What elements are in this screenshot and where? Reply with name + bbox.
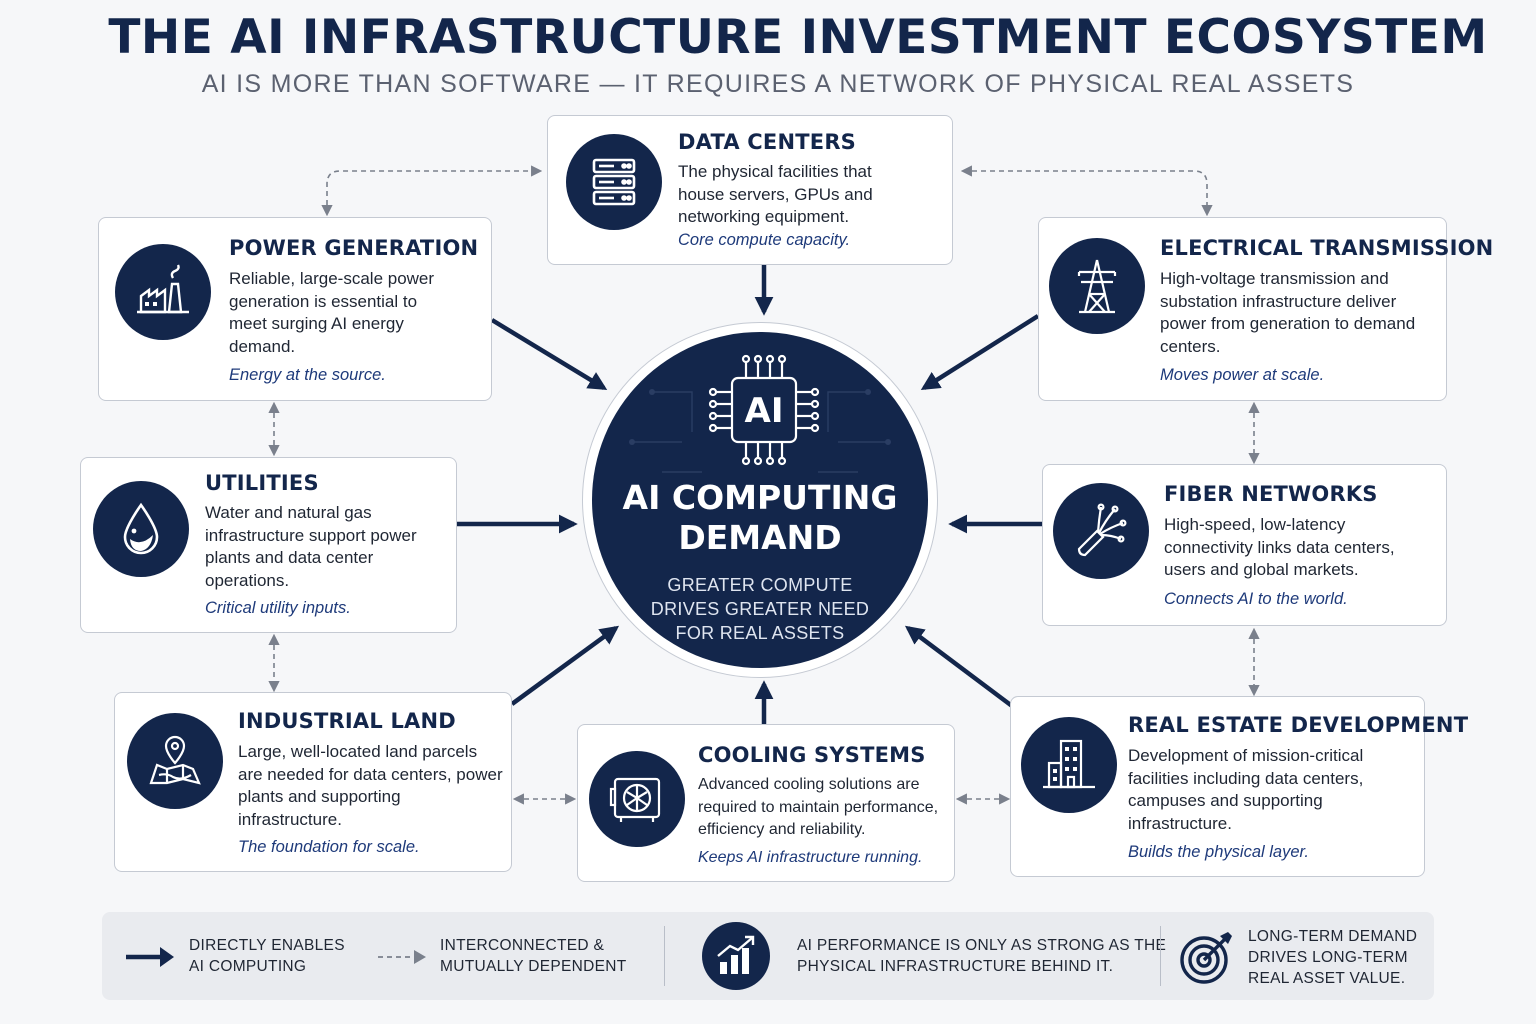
power-generation-desc: Reliable, large-scale power generation i…	[229, 269, 435, 356]
electrical-transmission-title: ELECTRICAL TRANSMISSION	[1160, 236, 1494, 260]
legend-interconnected: INTERCONNECTED & MUTUALLY DEPENDENT	[440, 935, 627, 977]
card-real-estate: REAL ESTATE DEVELOPMENT Development of m…	[1010, 696, 1468, 877]
utilities-desc: Water and natural gas infrastructure sup…	[205, 503, 417, 590]
hub-title-line1: AI COMPUTING	[622, 478, 898, 517]
hub-sub-line1: GREATER COMPUTE	[667, 575, 853, 595]
real-estate-title: REAL ESTATE DEVELOPMENT	[1128, 713, 1469, 737]
hub-sub-line3: FOR REAL ASSETS	[675, 623, 845, 643]
legend-perf-line1: AI PERFORMANCE IS ONLY AS STRONG AS THE	[797, 937, 1167, 954]
legend-direct: DIRECTLY ENABLES AI COMPUTING	[189, 935, 345, 977]
page-title: THE AI INFRASTRUCTURE INVESTMENT ECOSYST…	[108, 10, 1488, 65]
fiber-cable-icon	[1053, 483, 1149, 579]
electrical-transmission-desc: High-voltage transmission and substation…	[1160, 269, 1416, 356]
fiber-networks-title: FIBER NETWORKS	[1164, 482, 1378, 506]
utilities-tag: Critical utility inputs.	[205, 599, 351, 617]
cooling-systems-tag: Keeps AI infrastructure running.	[698, 849, 923, 866]
utilities-title: UTILITIES	[205, 471, 319, 495]
data-centers-desc: The physical facilities that house serve…	[678, 162, 873, 226]
water-drop-icon	[93, 481, 189, 577]
cooling-unit-icon	[589, 751, 685, 847]
card-electrical-transmission: ELECTRICAL TRANSMISSION High-voltage tra…	[1038, 217, 1493, 401]
fiber-networks-desc: High-speed, low-latency connectivity lin…	[1164, 515, 1395, 579]
link-datacenters-transmission	[960, 165, 1213, 217]
legend-divider	[1160, 926, 1161, 986]
hub-title-line2: DEMAND	[678, 518, 842, 557]
legend-value-line3: REAL ASSET VALUE.	[1248, 970, 1406, 987]
transmission-tower-icon	[1049, 238, 1145, 334]
map-pin-icon	[127, 713, 223, 809]
industrial-land-desc: Large, well-located land parcels are nee…	[238, 742, 503, 829]
dashed-arrow-icon	[378, 950, 426, 964]
target-icon	[1180, 932, 1232, 984]
legend-value-line1: LONG-TERM DEMAND	[1248, 928, 1418, 945]
server-rack-icon	[566, 134, 662, 230]
link-power-datacenters	[321, 165, 543, 217]
legend-value-line2: DRIVES LONG-TERM	[1248, 949, 1408, 966]
legend-perf-line2: PHYSICAL INFRASTRUCTURE BEHIND IT.	[797, 958, 1114, 975]
arrow-realestate-to-hub	[904, 625, 1014, 708]
industrial-land-title: INDUSTRIAL LAND	[238, 709, 456, 733]
power-plant-icon	[115, 244, 211, 340]
legend-inter-line2: MUTUALLY DEPENDENT	[440, 958, 627, 975]
data-centers-title: DATA CENTERS	[678, 130, 857, 154]
legend-inter-line1: INTERCONNECTED &	[440, 937, 605, 954]
chip-label: AI	[745, 391, 784, 431]
electrical-transmission-tag: Moves power at scale.	[1160, 366, 1325, 384]
legend-direct-line2: AI COMPUTING	[189, 958, 307, 975]
building-icon	[1021, 717, 1117, 813]
legend-value: LONG-TERM DEMAND DRIVES LONG-TERM REAL A…	[1248, 926, 1417, 989]
arrow-power-to-hub	[490, 318, 608, 390]
hub-title: AI COMPUTING DEMAND	[592, 478, 928, 558]
fiber-networks-tag: Connects AI to the world.	[1164, 590, 1348, 608]
arrow-transmission-to-hub	[920, 314, 1040, 391]
growth-chart-icon	[702, 922, 770, 990]
industrial-land-tag: The foundation for scale.	[238, 838, 420, 856]
page-subtitle: AI IS MORE THAN SOFTWARE — IT REQUIRES A…	[201, 70, 1355, 98]
card-data-centers: DATA CENTERS The physical facilities tha…	[547, 115, 953, 265]
solid-arrow-icon	[126, 947, 174, 967]
circuit-traces	[629, 389, 891, 473]
legend-direct-line1: DIRECTLY ENABLES	[189, 937, 345, 954]
cooling-systems-desc: Advanced cooling solutions are required …	[698, 776, 939, 838]
power-generation-tag: Energy at the source.	[229, 366, 386, 384]
real-estate-desc: Development of mission-critical faciliti…	[1128, 746, 1364, 833]
cooling-systems-title: COOLING SYSTEMS	[698, 743, 926, 767]
hub-core	[592, 332, 928, 668]
legend-performance: AI PERFORMANCE IS ONLY AS STRONG AS THE …	[797, 935, 1166, 977]
real-estate-tag: Builds the physical layer.	[1128, 843, 1309, 861]
ai-chip-icon: AI	[708, 354, 820, 466]
card-industrial-land: INDUSTRIAL LAND Large, well-located land…	[114, 692, 512, 872]
card-cooling-systems: COOLING SYSTEMS Advanced cooling solutio…	[577, 724, 955, 882]
legend-divider	[664, 926, 665, 986]
card-power-generation: POWER GENERATION Reliable, large-scale p…	[98, 217, 492, 401]
arrow-land-to-hub	[510, 625, 620, 706]
hub-subtitle: GREATER COMPUTE DRIVES GREATER NEED FOR …	[592, 573, 928, 645]
card-fiber-networks: FIBER NETWORKS High-speed, low-latency c…	[1042, 464, 1447, 626]
data-centers-tag: Core compute capacity.	[678, 231, 851, 249]
card-utilities: UTILITIES Water and natural gas infrastr…	[80, 457, 457, 633]
power-generation-title: POWER GENERATION	[229, 236, 479, 260]
hub-sub-line2: DRIVES GREATER NEED	[650, 599, 870, 619]
